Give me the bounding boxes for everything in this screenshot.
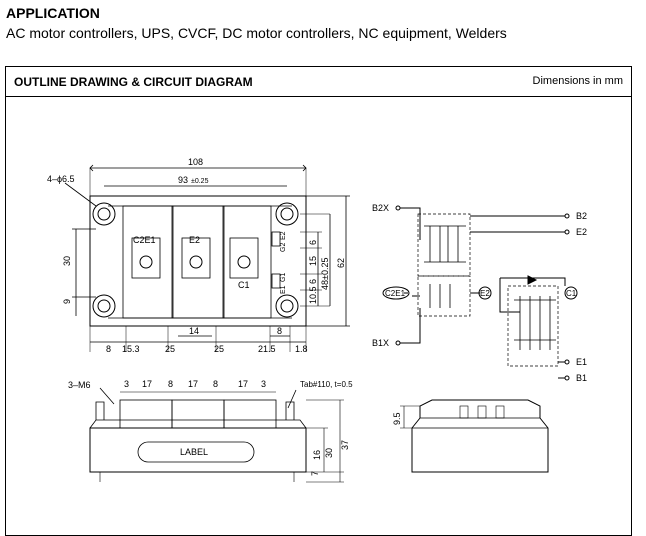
- terminal-label-c1: C1: [238, 280, 250, 290]
- side-top-dim: 3: [124, 379, 129, 389]
- mounting-hole-bl: [92, 294, 116, 318]
- bottom-dim: 25: [165, 344, 175, 354]
- right-dim: 62: [336, 258, 346, 268]
- side-top-dim: 8: [213, 379, 218, 389]
- c1-node: [564, 286, 578, 300]
- dim-14: 14: [189, 326, 199, 336]
- side-view-labels: 3–M6 3 17 8 17 8 17 3 Tab#110, t=0.5 LAB…: [68, 379, 353, 476]
- right-dim: 6: [308, 240, 318, 245]
- end-view-labels: 9.5: [392, 412, 402, 425]
- bottom-dim: 21.5: [258, 344, 276, 354]
- c2e1-node-label: C2E1: [385, 289, 406, 298]
- label-outline: [137, 441, 255, 463]
- side-top-dim: 8: [168, 379, 173, 389]
- terminal-screw-e2: [189, 255, 203, 269]
- e2-out-label: E2: [576, 227, 587, 237]
- terminal-label-e2: E2: [189, 235, 200, 245]
- right-dim: 6: [308, 279, 318, 284]
- module-body-outline: [89, 195, 307, 327]
- terminal-screw-c1: [237, 255, 251, 269]
- e2-node: [478, 286, 492, 300]
- top-view-labels: 108 93 ±0.25 4–ϕ6.5 C2E1 E2 C1 30 9 14 8…: [47, 157, 346, 354]
- side-top-dim: 17: [142, 379, 152, 389]
- side-right-dim: 7: [310, 471, 320, 476]
- application-description: AC motor controllers, UPS, CVCF, DC moto…: [6, 25, 507, 41]
- side-top-dim: 17: [238, 379, 248, 389]
- frame-title-bar: OUTLINE DRAWING & CIRCUIT DIAGRAM Dimens…: [6, 67, 631, 97]
- dim-30: 30: [62, 256, 72, 266]
- e1-label: E1: [576, 357, 587, 367]
- terminal-label-c2e1: C2E1: [133, 235, 156, 245]
- dim-9: 9: [62, 299, 72, 304]
- mounting-hole-br: [275, 294, 299, 318]
- end-dim: 9.5: [392, 412, 402, 425]
- bottom-dim: 25: [214, 344, 224, 354]
- tab-spec-label: Tab#110, t=0.5: [300, 380, 353, 389]
- end-view: [400, 399, 549, 473]
- application-heading: APPLICATION: [6, 5, 100, 21]
- tab-label: G1: [280, 273, 287, 282]
- side-view: [89, 387, 344, 483]
- side-top-dim: 17: [188, 379, 198, 389]
- b1-label: B1: [576, 373, 587, 383]
- terminal-screw-c2e1: [139, 255, 153, 269]
- dim-overall: 108: [188, 157, 203, 167]
- dimensions-note: Dimensions in mm: [532, 75, 623, 87]
- b1x-label: B1X: [372, 338, 389, 348]
- bottom-dim: 1.8: [295, 344, 308, 354]
- right-dim: 15: [308, 256, 318, 266]
- screw-label: 3–M6: [68, 380, 91, 390]
- bottom-dim: 15.3: [122, 344, 140, 354]
- hole-label: 4–ϕ6.5: [47, 174, 75, 184]
- tab-label: E1: [280, 285, 287, 294]
- dim-8-right: 8: [277, 326, 282, 336]
- dim-pitch: 93: [178, 175, 188, 185]
- circuit-labels: B2X B1X B2 E2 E1 B1 C2E1 E2 C1: [372, 203, 587, 383]
- circuit-diagram: [382, 205, 578, 381]
- b2x-label: B2X: [372, 203, 389, 213]
- top-view: [64, 164, 350, 352]
- outline-drawing: 108 93 ±0.25 4–ϕ6.5 C2E1 E2 C1 30 9 14 8…: [47, 157, 587, 483]
- label-text: LABEL: [180, 447, 208, 457]
- side-right-dim: 16: [312, 450, 322, 460]
- dim-pitch-tol: ±0.25: [191, 178, 209, 185]
- side-top-dim: 3: [261, 379, 266, 389]
- c1-node-label: C1: [566, 289, 577, 298]
- right-dim: 48±0.25: [320, 258, 330, 290]
- bottom-dim: 8: [106, 344, 111, 354]
- outline-title: OUTLINE DRAWING & CIRCUIT DIAGRAM: [14, 75, 253, 89]
- end-body-outline: [411, 399, 549, 473]
- c2e1-node: [382, 286, 410, 300]
- e2-node-label: E2: [480, 289, 490, 298]
- mounting-hole-tl: [92, 202, 116, 226]
- mounting-hole-tr: [275, 202, 299, 226]
- side-right-dim: 30: [324, 448, 334, 458]
- b2-label: B2: [576, 211, 587, 221]
- tab-label: E2: [280, 231, 287, 240]
- right-dim: 10.5: [308, 286, 318, 304]
- side-right-dim: 37: [340, 440, 350, 450]
- tab-label: G2: [280, 243, 287, 252]
